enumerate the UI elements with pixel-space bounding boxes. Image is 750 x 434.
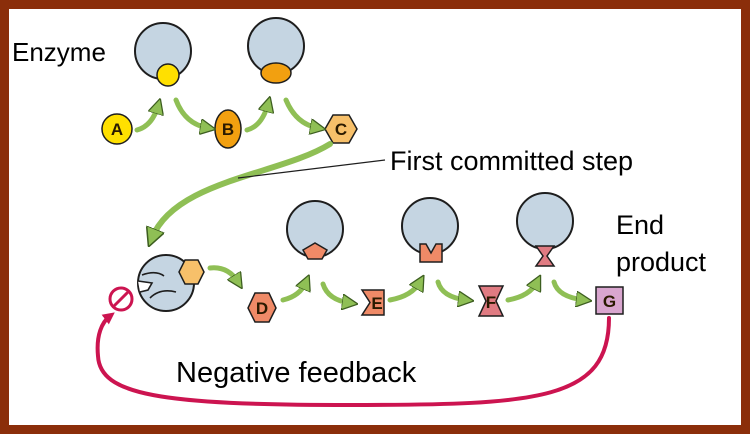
enzyme-2 <box>247 17 305 84</box>
svg-text:C: C <box>335 120 347 139</box>
svg-text:E: E <box>371 294 382 313</box>
molecule-a: A <box>101 113 133 145</box>
top-arrows <box>134 100 318 130</box>
inhibition-icon <box>108 286 134 312</box>
molecule-g: G <box>595 286 624 315</box>
svg-text:G: G <box>603 292 616 311</box>
bottom-arrows <box>207 265 584 303</box>
end-product-label-line2: product <box>616 247 707 277</box>
diagram-panel <box>9 9 741 425</box>
svg-text:A: A <box>111 120 123 139</box>
enzyme-3 <box>286 200 344 260</box>
molecule-c: C <box>324 114 358 144</box>
molecule-d: D <box>247 292 277 323</box>
enzyme-1 <box>134 22 192 87</box>
svg-text:D: D <box>256 299 268 318</box>
bound-molecule-c <box>178 259 205 285</box>
first-committed-step-label: First committed step <box>390 146 633 176</box>
committed-step-arrow <box>152 141 333 238</box>
first-committed-step-pointer <box>237 159 386 179</box>
molecule-f: F <box>477 285 505 317</box>
end-product-label-line1: End <box>616 210 664 240</box>
enzyme-5 <box>516 192 574 267</box>
negative-feedback-arrow <box>95 312 611 408</box>
enzyme-label: Enzyme <box>12 37 106 67</box>
svg-text:B: B <box>222 120 234 139</box>
molecule-e: E <box>360 289 385 316</box>
molecule-b: B <box>214 109 242 149</box>
svg-text:F: F <box>486 293 496 312</box>
enzyme-4 <box>401 197 459 263</box>
negative-feedback-label: Negative feedback <box>176 357 417 389</box>
